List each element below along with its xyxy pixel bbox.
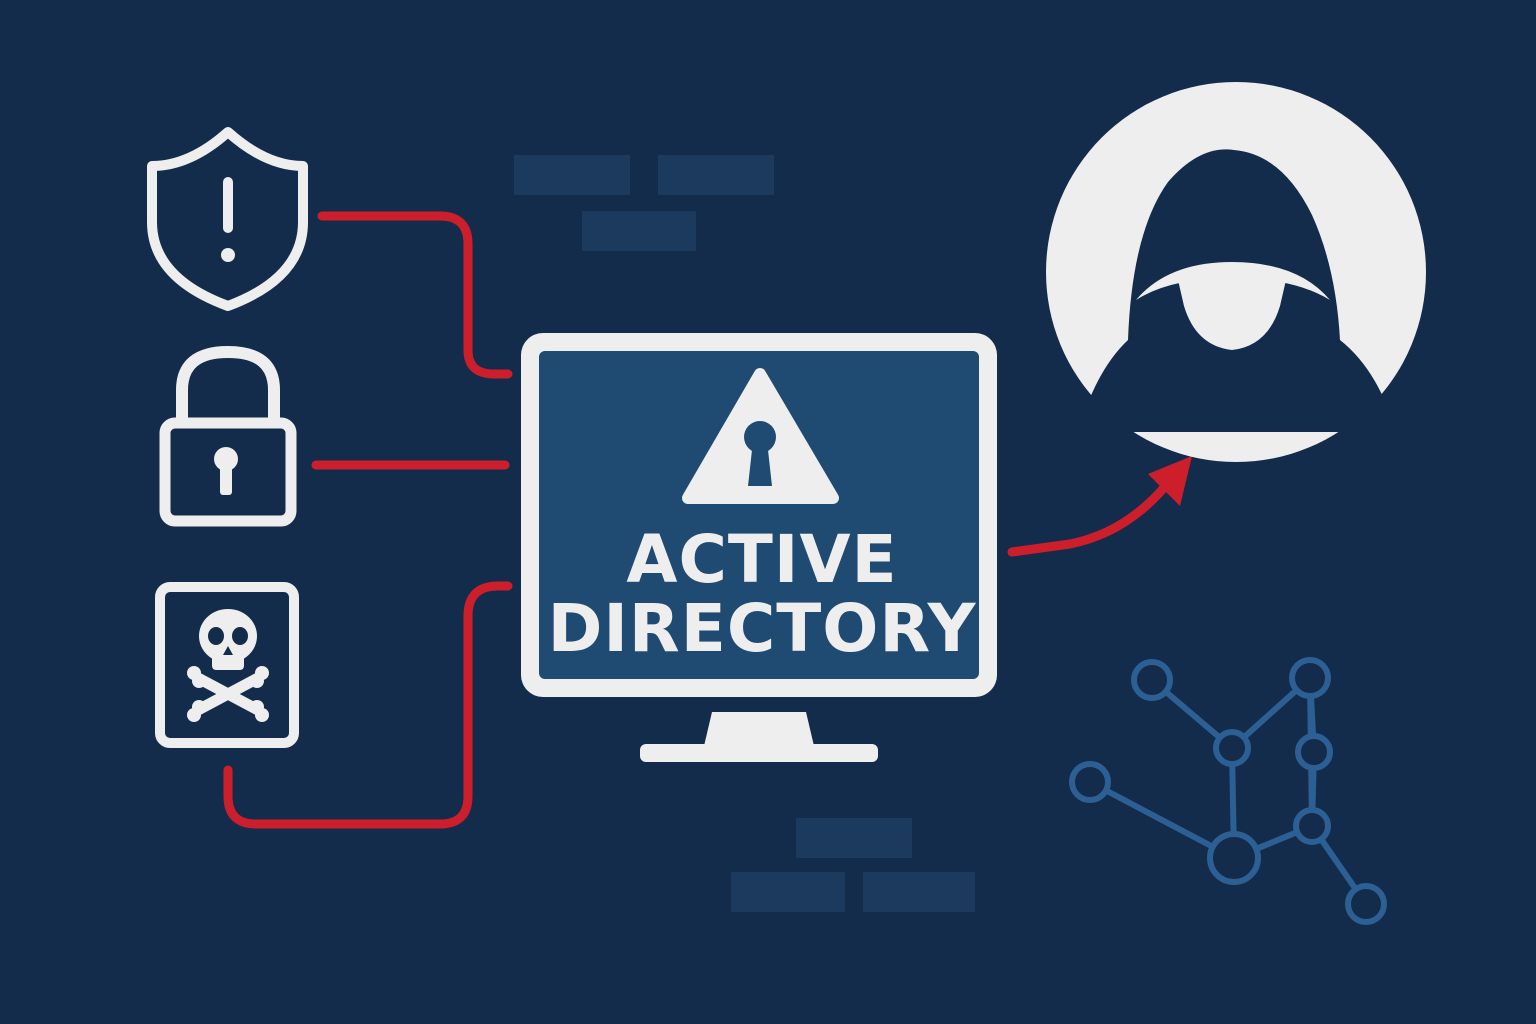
warning-keyhole-icon (682, 368, 839, 504)
ghost-block (582, 211, 696, 251)
network-node (1069, 761, 1111, 803)
monitor-title-line1: ACTIVE (626, 521, 897, 598)
shield-warning-icon (147, 127, 308, 311)
monitor-title-line2: DIRECTORY (548, 590, 977, 667)
shield-connector (317, 211, 513, 379)
network-node (1293, 807, 1331, 845)
hooded-hacker-icon (1046, 82, 1426, 462)
connectors (223, 211, 1177, 829)
attack-arrow-line (1007, 473, 1177, 557)
poison-connector (223, 581, 513, 829)
monitor: ACTIVE DIRECTORY (521, 333, 997, 762)
monitor-neck (704, 712, 814, 746)
network-node (1289, 657, 1331, 699)
monitor-base (640, 744, 878, 762)
padlock-icon (159, 345, 297, 527)
network-node (1345, 883, 1387, 925)
network-node (1295, 733, 1333, 771)
attack-arrow-head (1148, 456, 1192, 506)
ghost-block (514, 155, 630, 195)
ghost-block (796, 818, 912, 858)
monitor-screen (539, 351, 979, 679)
ghost-block (658, 155, 774, 195)
skull-crossbones-icon (155, 582, 299, 748)
ghost-block (731, 872, 845, 912)
network-node (1213, 729, 1251, 767)
decorative-blocks (514, 155, 975, 912)
network-node (1131, 659, 1173, 701)
ghost-block (863, 872, 975, 912)
network-node (1207, 831, 1261, 885)
network-graph-icon (1069, 657, 1387, 925)
